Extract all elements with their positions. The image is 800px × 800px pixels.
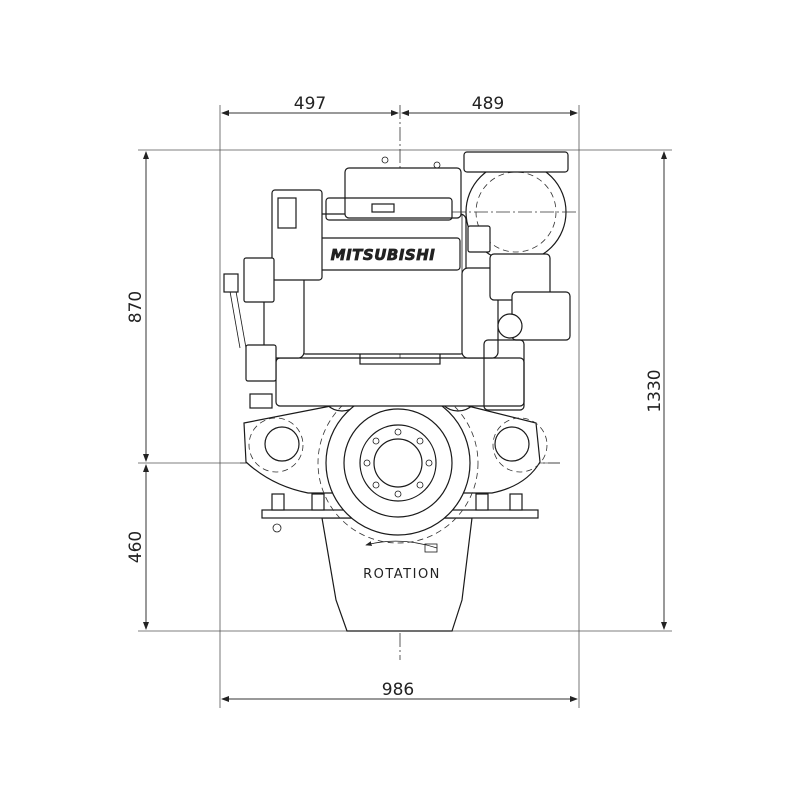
intercooler-housing <box>299 213 467 355</box>
dimension-left-width: 497 <box>294 94 326 114</box>
dimension-right-width: 489 <box>472 94 504 114</box>
dimension-lines <box>143 110 667 702</box>
dimension-lower-height: 460 <box>126 531 146 563</box>
rotation-arrow-icon <box>365 540 438 549</box>
valve-cover <box>344 167 462 219</box>
brand-logo: MITSUBISHI <box>331 246 436 264</box>
dimension-upper-height: 870 <box>126 291 146 323</box>
dimension-total-width: 986 <box>382 680 414 700</box>
engine-body: ROTATION MITS <box>223 151 578 632</box>
rotation-label: ROTATION <box>363 567 441 582</box>
dimension-total-height: 1330 <box>645 369 665 412</box>
